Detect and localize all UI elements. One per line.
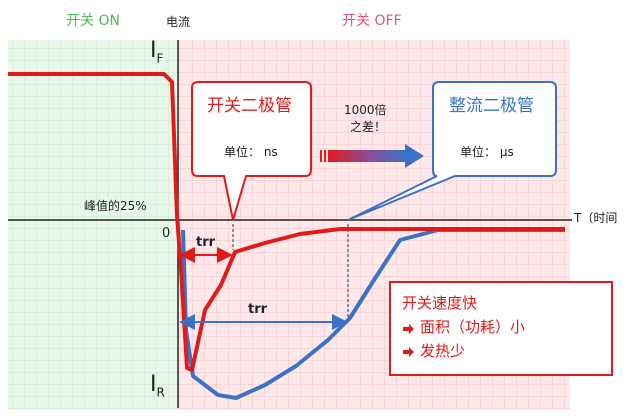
switch-diode-current-curve — [8, 72, 565, 372]
difference-line1: 1000倍 — [344, 103, 387, 117]
switch-off-label: 开关 OFF — [342, 13, 402, 29]
bullet-arrow-icon — [403, 347, 414, 357]
rectifier-diode-title: 整流二极管 — [449, 96, 534, 116]
features-box — [389, 281, 613, 376]
difference-line2: 之差！ — [350, 120, 387, 134]
rectifier-diode-unit: 单位： μs — [460, 145, 514, 159]
origin-label: 0 — [162, 226, 171, 241]
difference-arrow — [328, 150, 406, 162]
feature-item-area: 面积（功耗）小 — [420, 318, 526, 336]
rectifier-diode-callout — [347, 81, 557, 221]
feature-item-heat: 发热少 — [420, 342, 466, 360]
trr-short-label: trr — [196, 235, 216, 250]
trr-long-label: trr — [248, 302, 268, 317]
features-title: 开关速度快 — [402, 294, 478, 312]
reverse-current-label: IR — [150, 372, 165, 400]
switch-diode-callout — [191, 81, 312, 221]
switch-diode-unit: 单位： ns — [224, 145, 278, 159]
rectifier-diode-current-curve — [181, 228, 565, 400]
switch-diode-title: 开关二极管 — [207, 96, 292, 116]
bullet-arrow-icon — [403, 324, 414, 334]
current-label: 电流 — [166, 15, 191, 29]
switch-on-label: 开关 ON — [66, 13, 120, 29]
peak-25-label: 峰值的25% — [84, 199, 147, 213]
forward-current-label: IF — [150, 38, 164, 66]
time-axis-label: T（时间 — [574, 211, 618, 225]
